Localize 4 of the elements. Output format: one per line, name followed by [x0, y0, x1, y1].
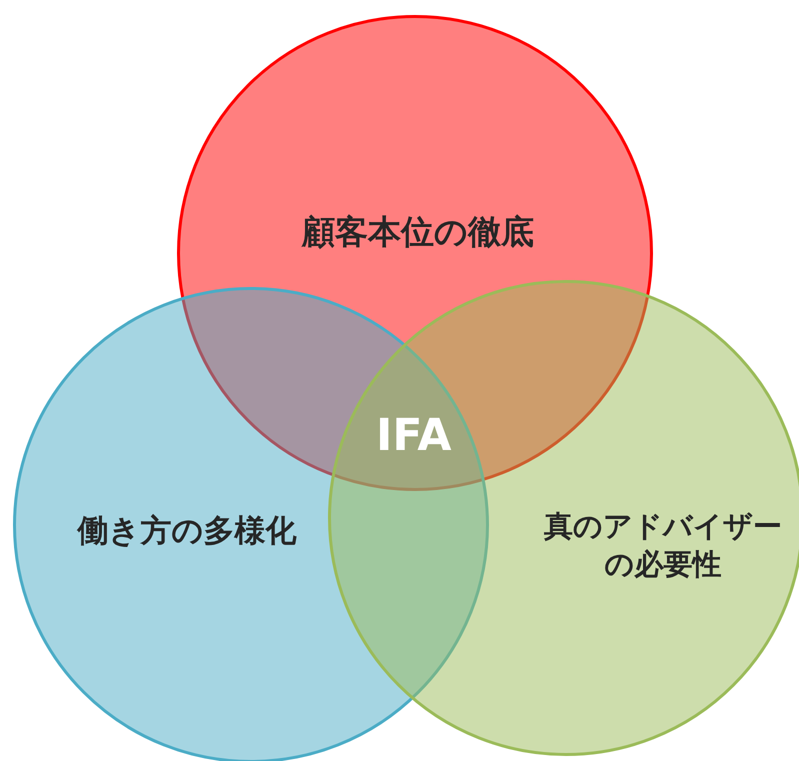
- circle-label: 顧客本位の徹底: [300, 211, 535, 253]
- circle-label: 真のアドバイザーの必要性: [543, 508, 783, 583]
- center-label: IFA: [376, 410, 452, 461]
- circle-label: 働き方の多様化: [76, 512, 298, 551]
